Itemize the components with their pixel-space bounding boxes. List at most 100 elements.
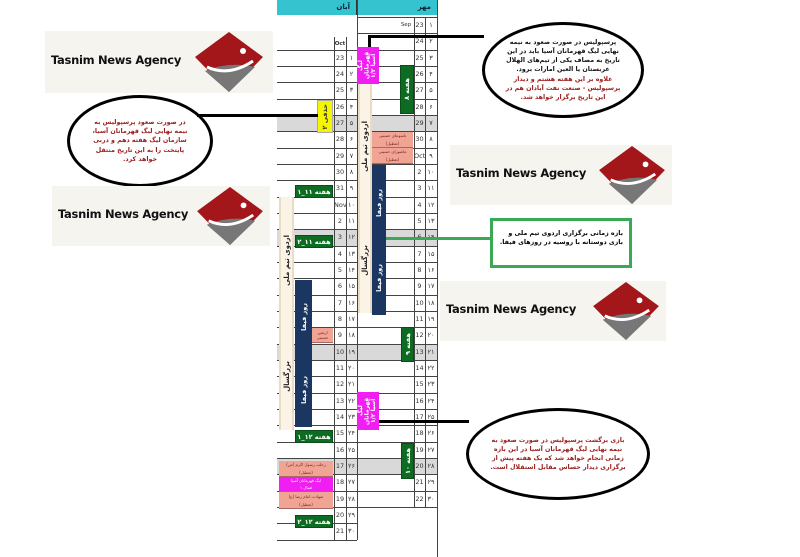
event-label: رحلت رسول اکرم (ص) [286,462,326,468]
event-label: هفته ۱۰ [403,448,412,474]
persian-day: ۱۹ [427,314,435,323]
gregorian-date: 12 [335,380,345,389]
event-label: روز فیفا [375,188,383,217]
gregorian-date: 3 [417,184,422,193]
row-divider [277,392,357,394]
row-divider [277,376,357,378]
event-arbaeen: اربعین حسینی [312,328,333,343]
row-divider [357,196,437,198]
gregorian-date: 13 [335,396,345,405]
gregorian-date: 27 [415,86,424,95]
persian-day: ۳۰ [348,527,355,536]
event-label: لیگ قهرمانان آسیا [290,478,322,483]
gregorian-date: 17 [415,412,424,421]
gregorian-date: 14 [335,412,345,421]
gregorian-date: 3 [337,233,343,242]
event-label: هفته ۱۲_۱ [297,432,331,441]
holiday-tag: (تعطیل) [299,501,313,507]
persian-day: ۱۱ [427,184,435,193]
persian-day: ۷ [349,151,354,160]
row-divider [357,261,437,263]
row-divider [277,180,357,182]
logo-text: Tasnim News Agency [58,207,189,221]
holiday-tag: (تعطیل) [385,140,400,146]
row-divider [357,229,437,231]
row-divider [277,98,357,100]
callout-text: بازی برگشت پرسپولیس در صورت صعود به نیمه… [490,436,626,472]
gregorian-date: 7 [337,298,343,307]
gregorian-date: 16 [415,396,424,405]
event-tasua: تاسوعای حسینی(تعطیل) [372,132,413,148]
gregorian-date: 28 [415,102,424,111]
month-label-oct: Oct [334,41,346,48]
persian-day: ۲۲ [348,396,355,405]
event-label: حذفی ۲ [321,103,329,130]
callout-bottom: بازی برگشت پرسپولیس در صورت صعود به نیمه… [466,408,650,500]
tasnim-emblem-icon [195,32,263,92]
gregorian-date: 25 [335,86,345,95]
tasnim-emblem-icon [593,281,659,341]
gregorian-date: 31 [335,184,345,193]
persian-day: ۲۱ [348,380,355,389]
gregorian-date: 30 [335,167,345,176]
gregorian-date: 5 [337,265,343,274]
gregorian-date: 30 [415,135,424,144]
persian-day: ۱۵ [348,282,355,291]
row-divider [357,327,437,329]
gregorian-date: 14 [415,363,424,372]
event-label: هفته ۹ [403,333,412,356]
gregorian-date: 15 [335,429,345,438]
column-divider [425,17,426,507]
row-divider [357,245,437,247]
gregorian-date: 29 [415,118,424,127]
gregorian-date: 25 [415,53,424,62]
persian-day: ۲۴ [427,396,435,405]
row-divider [357,343,437,345]
aban-header: آبان [277,0,357,15]
holiday-row [357,114,437,132]
row-divider [357,310,437,312]
gregorian-date: 2 [417,167,422,176]
row-divider [357,359,437,361]
persian-day: ۲۹ [427,478,435,487]
month-label-sep: Sep [400,22,412,28]
event-label: هفته ۸ [403,78,411,101]
persian-day: ۱۶ [427,265,435,274]
persian-day: ۱۷ [427,282,435,291]
row-divider [357,392,437,394]
persian-day: ۲ [429,37,433,46]
row-divider [277,65,357,67]
gregorian-date: 24 [415,37,424,46]
gregorian-date: 4 [337,249,343,258]
persian-day: ۵ [429,86,433,95]
gregorian-date: 5 [417,216,422,225]
gregorian-date: 19 [335,494,345,503]
persian-day: ۱۵ [427,249,435,258]
gregorian-date: 9 [337,331,343,340]
row-divider [277,359,357,361]
row-divider [357,294,437,296]
tasnim-emblem-icon [599,145,665,205]
event-label: هفته ۱۱_۲ [297,237,331,246]
persian-day: ۱ [429,21,433,29]
persian-day: ۲۳ [427,380,435,389]
tasnim-emblem-icon [197,186,263,246]
event-label: هفته ۱۱_۱ [297,187,331,196]
event-sublabel: فینال ۱ [300,485,312,490]
event-label: روز فیفا [299,376,308,405]
row-divider [277,327,357,329]
event-label: روز فیفا [375,263,383,292]
row-divider [277,343,357,345]
row-divider [357,425,437,427]
gregorian-date: 18 [415,429,424,438]
gregorian-date: 7 [417,249,422,258]
persian-day: ۲۸ [348,494,355,503]
persian-day: ۲۵ [427,412,435,421]
row-divider [357,457,437,459]
row-divider [357,33,437,35]
event-label: هفته ۱۲_۲ [297,517,331,526]
event-afc-final: لیگ قهرمانان آسیا فینال ۱ [279,477,333,492]
row-divider [357,114,437,116]
row-divider [277,457,357,459]
